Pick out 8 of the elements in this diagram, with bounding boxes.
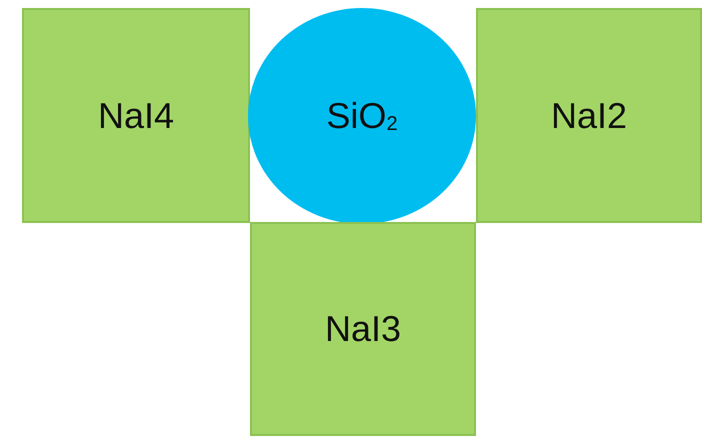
node-label: NaI3	[324, 308, 402, 350]
circle-node	[248, 8, 476, 224]
square-box	[250, 222, 476, 436]
square-box	[476, 8, 702, 223]
square-box	[22, 8, 250, 223]
node-label: SiO$_{2}$	[326, 95, 398, 137]
node-label: NaI2	[550, 94, 628, 136]
node-label: NaI4	[98, 94, 174, 136]
